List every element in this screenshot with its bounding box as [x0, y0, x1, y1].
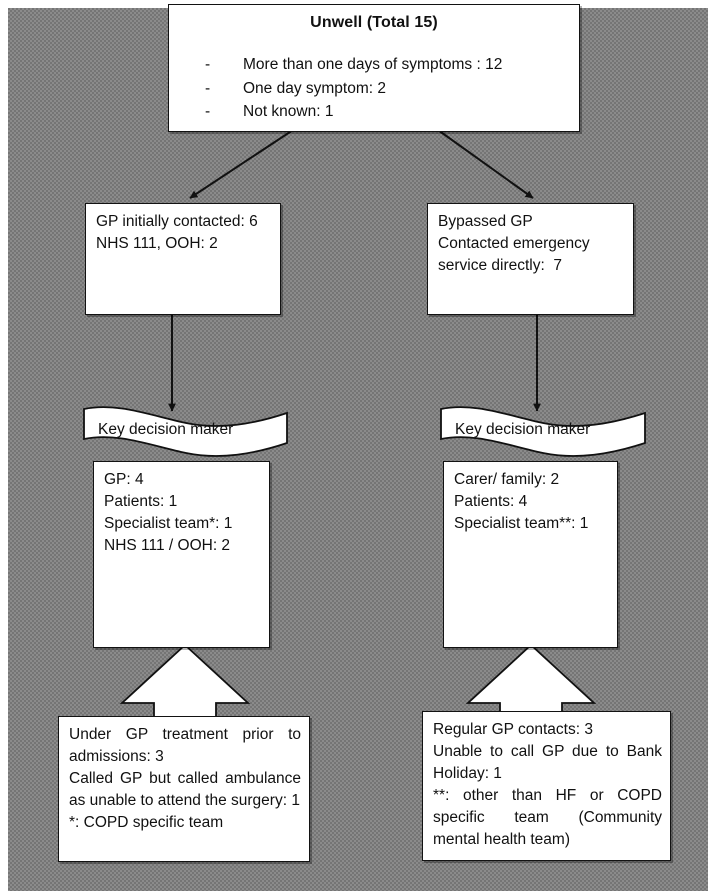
bullet-text: One day symptom: 2: [243, 79, 387, 97]
bullet-marker: -: [205, 79, 211, 97]
list-item: - Not known: 1: [205, 100, 569, 124]
right-entry-text: Bypassed GP Contacted emergency service …: [438, 213, 590, 274]
bullet-text: Not known: 1: [243, 103, 334, 121]
top-box-bullet-list: - More than one days of symptoms : 12 - …: [205, 53, 569, 124]
top-box-title: Unwell (Total 15): [310, 14, 438, 31]
right-entry-box: Bypassed GP Contacted emergency service …: [427, 203, 634, 315]
right-decision-text: Carer/ family: 2 Patients: 4 Specialist …: [454, 471, 589, 532]
top-summary-box: Unwell (Total 15) - More than one days o…: [168, 4, 580, 132]
right-note-text: Regular GP contacts: 3 Unable to call GP…: [433, 721, 662, 848]
left-decision-box: GP: 4 Patients: 1 Specialist team*: 1 NH…: [93, 461, 270, 648]
right-banner-label: Key decision maker: [455, 421, 591, 438]
left-banner-label: Key decision maker: [98, 421, 234, 438]
left-entry-text: GP initially contacted: 6 NHS 111, OOH: …: [96, 213, 258, 252]
left-entry-box: GP initially contacted: 6 NHS 111, OOH: …: [85, 203, 281, 315]
bullet-text: More than one days of symptoms : 12: [243, 56, 503, 73]
right-decision-box: Carer/ family: 2 Patients: 4 Specialist …: [443, 461, 618, 648]
bullet-marker: -: [205, 103, 211, 121]
left-note-text: Under GP treatment prior to admissions: …: [69, 726, 301, 831]
left-note-box: Under GP treatment prior to admissions: …: [58, 716, 310, 862]
list-item: - One day symptom: 2: [205, 77, 569, 101]
list-item: - More than one days of symptoms : 12: [205, 53, 569, 77]
right-note-box: Regular GP contacts: 3 Unable to call GP…: [422, 711, 671, 861]
left-decision-text: GP: 4 Patients: 1 Specialist team*: 1 NH…: [104, 471, 233, 554]
bullet-marker: -: [205, 56, 211, 73]
